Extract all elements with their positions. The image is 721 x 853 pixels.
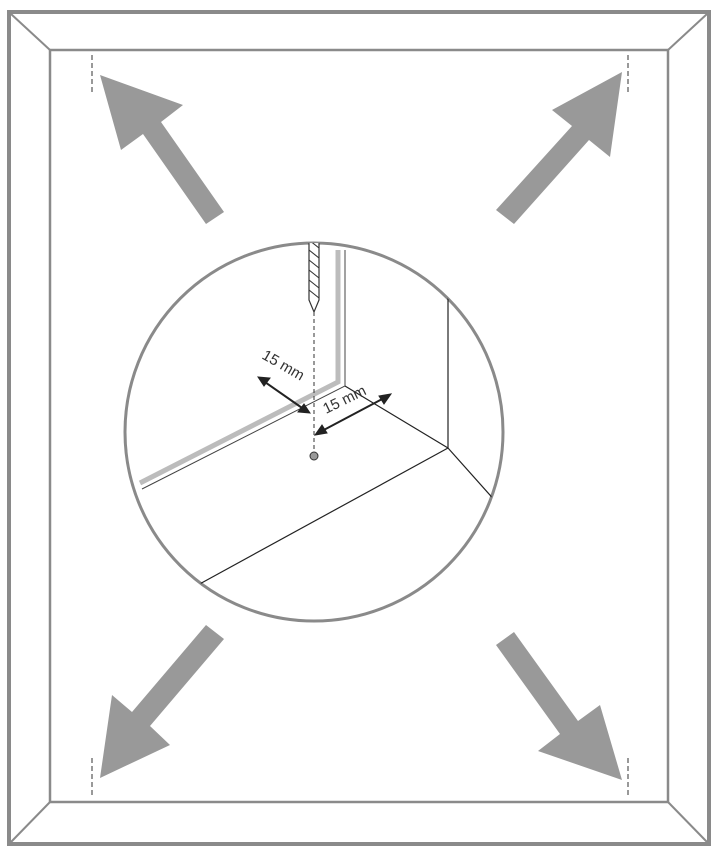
interior-front-edge	[195, 447, 449, 587]
dimension-vertical-arrowhead-a	[257, 376, 271, 387]
direction-arrows	[100, 72, 622, 780]
frame-outer-edge	[7, 10, 711, 846]
frame-miter-bottom-left	[10, 801, 51, 843]
interior-diagonal-1	[344, 385, 449, 449]
dimension-horizontal-arrowhead-a	[313, 424, 328, 436]
drill-hole-mark	[309, 451, 319, 461]
frame-inner-edge	[48, 48, 670, 804]
cabinet-frame	[7, 10, 711, 846]
drill-bit-icon	[308, 195, 320, 314]
frame-miter-top-left	[10, 13, 51, 51]
drill-flutes	[308, 243, 320, 299]
drill-shank	[309, 195, 319, 235]
dimension-horizontal-line	[319, 396, 387, 433]
panel-edge-light	[138, 250, 341, 486]
dimension-arrows	[257, 376, 393, 436]
drill-diameter-label: Ø 2 mm	[328, 206, 381, 223]
arrow-down-right-icon	[496, 632, 622, 780]
arrow-up-right-icon	[496, 72, 622, 224]
frame-miter-bottom-right	[667, 801, 708, 843]
arrow-up-left-icon	[100, 75, 224, 224]
dimension-vertical-arrowhead-b	[297, 403, 311, 414]
dimension-vertical-line	[261, 379, 306, 411]
frame-miter-top-right	[667, 13, 708, 51]
arrow-down-left-icon	[100, 625, 224, 778]
dimension-horizontal-arrowhead-b	[378, 393, 393, 405]
interior-diagonal-2	[447, 447, 503, 541]
corner-marks	[91, 55, 629, 798]
